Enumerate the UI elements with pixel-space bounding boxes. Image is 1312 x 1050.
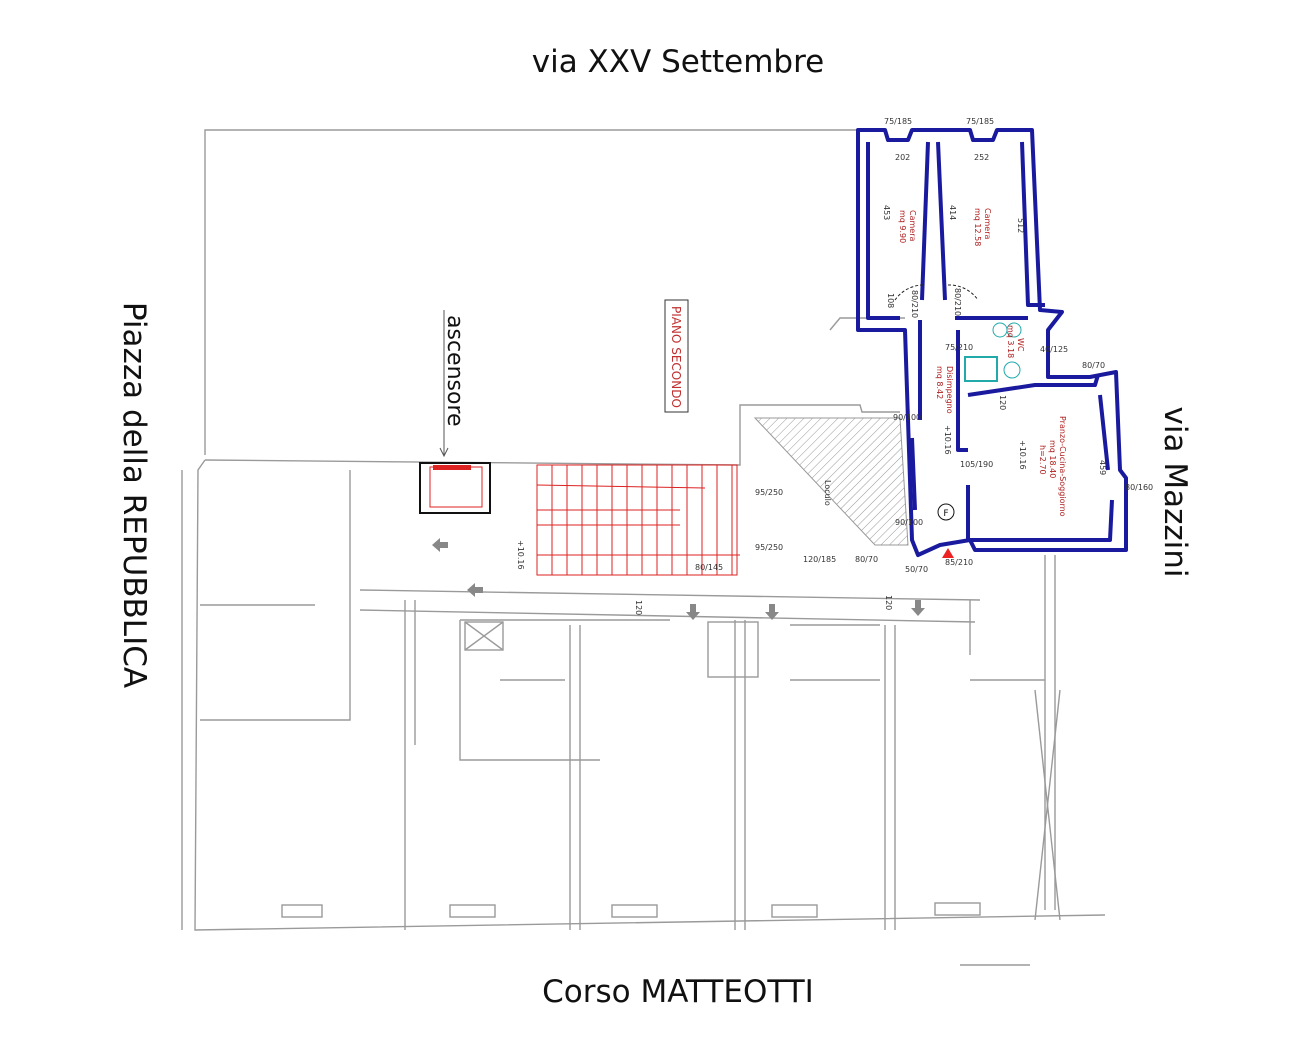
- svg-text:459: 459: [1098, 460, 1107, 475]
- building-outline: [181, 129, 1106, 966]
- svg-text:85/210: 85/210: [945, 558, 973, 567]
- staircase: [536, 464, 740, 576]
- svg-text:95/250: 95/250: [755, 543, 783, 552]
- plan-title: PIANO SECONDO: [669, 306, 683, 408]
- room-name: Camera: [983, 208, 992, 239]
- room-area: mq 3.18: [1006, 325, 1015, 358]
- arrow-icon: [911, 600, 925, 616]
- svg-text:90/100: 90/100: [893, 413, 921, 422]
- elevation: +10.16: [516, 540, 525, 570]
- svg-text:50/70: 50/70: [905, 565, 928, 574]
- svg-text:75/185: 75/185: [966, 117, 994, 126]
- svg-text:80/210: 80/210: [910, 290, 919, 318]
- svg-text:414: 414: [948, 205, 957, 220]
- svg-text:252: 252: [974, 153, 989, 162]
- svg-text:120: 120: [998, 395, 1007, 410]
- street-label-west: Piazza della REPUBBLICA: [116, 302, 152, 688]
- svg-text:80/70: 80/70: [1082, 361, 1105, 370]
- apartment-outline: F: [856, 128, 1128, 558]
- svg-text:105/190: 105/190: [960, 460, 993, 469]
- room-area: mq 8.42: [935, 366, 944, 399]
- svg-text:F: F: [943, 509, 948, 519]
- arrow-icon: [432, 538, 448, 552]
- svg-text:75/210: 75/210: [945, 343, 973, 352]
- svg-text:90/100: 90/100: [895, 518, 923, 527]
- access-arrows: [432, 538, 925, 620]
- room-area: mq 18.40: [1048, 440, 1057, 478]
- shaft-hatch: [753, 417, 909, 546]
- room-height: h=2.70: [1038, 445, 1047, 475]
- svg-text:80/210: 80/210: [953, 288, 962, 316]
- dimension-labels: 202 252 453 414 512 108 80/210 80/210 75…: [634, 117, 1153, 615]
- svg-text:512: 512: [1016, 218, 1025, 233]
- svg-text:202: 202: [895, 153, 910, 162]
- elevation: +10.16: [943, 425, 952, 455]
- svg-text:40/125: 40/125: [1040, 345, 1068, 354]
- svg-text:120/185: 120/185: [803, 555, 836, 564]
- arrow-icon: [686, 604, 700, 620]
- room-area: mq 12.58: [973, 208, 982, 246]
- room-name: Disimpegno: [945, 366, 954, 414]
- street-label-south: Corso MATTEOTTI: [542, 974, 814, 1010]
- svg-text:80/145: 80/145: [695, 563, 723, 572]
- room-labels: Camera mq 9.90 Camera mq 12.58 Disimpegn…: [516, 208, 1067, 570]
- svg-text:80/70: 80/70: [855, 555, 878, 564]
- room-name: Pranzo-Cucina-Soggiorno: [1058, 416, 1067, 517]
- svg-text:80/160: 80/160: [1125, 483, 1153, 492]
- street-label-east: via Mazzini: [1157, 407, 1193, 578]
- svg-text:120: 120: [884, 595, 893, 610]
- arrow-icon: [765, 604, 779, 620]
- plan-title-box: [664, 299, 689, 413]
- svg-text:453: 453: [882, 205, 891, 220]
- svg-text:120: 120: [634, 600, 643, 615]
- elevator-label: ascensore: [442, 315, 467, 427]
- room-name: Camera: [908, 210, 917, 241]
- svg-text:75/185: 75/185: [884, 117, 912, 126]
- room-name: Loculo: [823, 480, 832, 506]
- svg-text:108: 108: [886, 293, 895, 308]
- elevation: +10.16: [1018, 440, 1027, 470]
- elevator: [419, 310, 491, 514]
- room-name: WC: [1016, 338, 1025, 352]
- street-label-north: via XXV Settembre: [532, 44, 825, 80]
- svg-text:95/250: 95/250: [755, 488, 783, 497]
- room-area: mq 9.90: [898, 210, 907, 243]
- arrow-icon: [467, 583, 483, 597]
